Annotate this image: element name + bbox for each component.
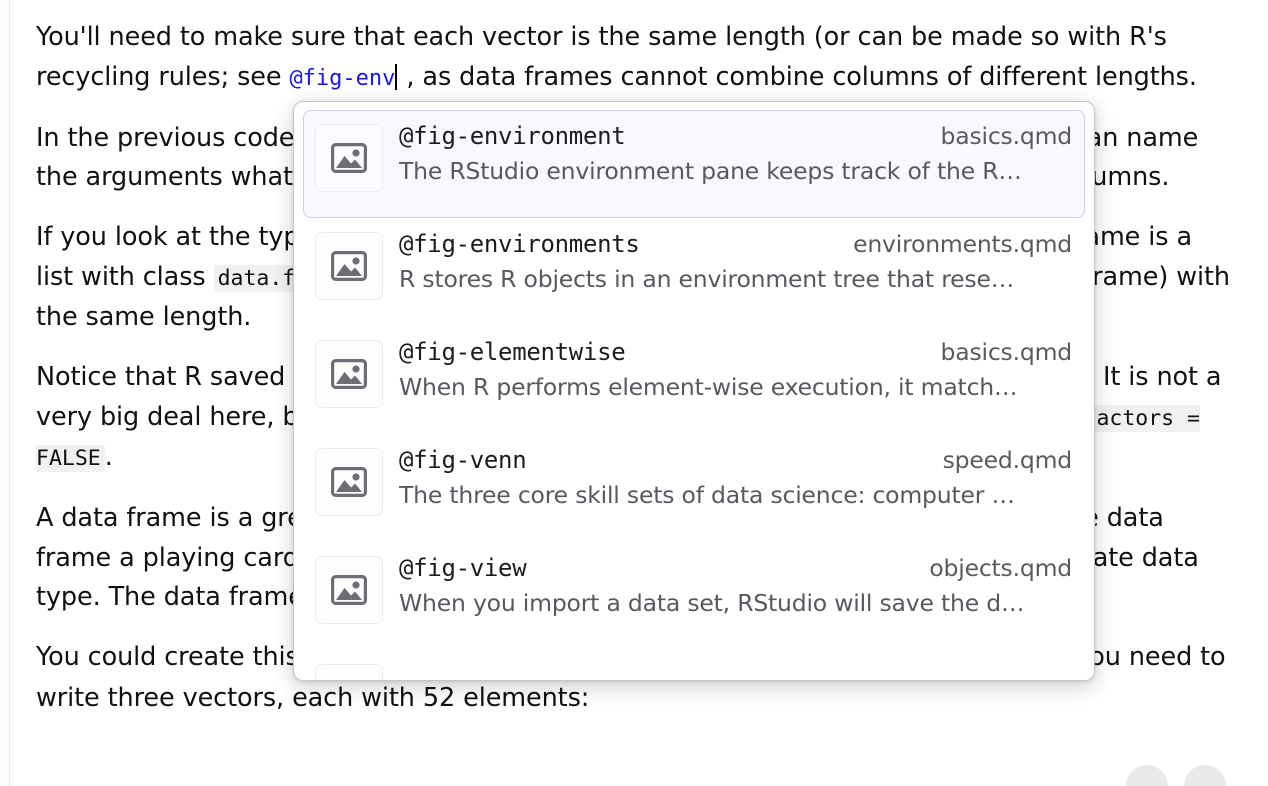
fab-left-button[interactable] bbox=[1126, 765, 1168, 786]
text-cursor bbox=[395, 63, 398, 90]
completion-item-source-file: objects.qmd bbox=[929, 554, 1072, 582]
paragraph: You'll need to make sure that each vecto… bbox=[36, 18, 1236, 98]
completion-item-label: @fig-environment bbox=[399, 122, 626, 150]
completion-item-header: @fig-venn speed.qmd bbox=[399, 446, 1072, 474]
image-placeholder-icon bbox=[315, 448, 383, 516]
completion-item-label: @fig-environments bbox=[399, 230, 640, 258]
fab-right-button[interactable] bbox=[1184, 765, 1226, 786]
editor-gutter-background bbox=[0, 0, 9, 786]
completion-item-body: @fig-environments environments.qmd R store… bbox=[399, 228, 1072, 293]
completion-item-header: @fig-view objects.qmd bbox=[399, 554, 1072, 582]
completion-item[interactable] bbox=[303, 650, 1085, 680]
completion-item-description: The RStudio environment pane keeps track… bbox=[399, 157, 1022, 185]
completion-item-source-file: environments.qmd bbox=[853, 230, 1072, 258]
image-placeholder-icon bbox=[315, 556, 383, 624]
completion-item-body bbox=[399, 660, 1072, 669]
completion-item-header: @fig-elementwise basics.qmd bbox=[399, 338, 1072, 366]
image-placeholder-icon bbox=[315, 340, 383, 408]
xref-token[interactable]: @fig-env bbox=[289, 65, 396, 91]
completion-item-source-file: basics.qmd bbox=[940, 122, 1073, 150]
completion-item-label: @fig-view bbox=[399, 554, 527, 582]
completion-item-header: @fig-environment basics.qmd bbox=[399, 122, 1072, 150]
completion-item[interactable]: @fig-environments environments.qmd R store… bbox=[303, 218, 1085, 326]
text-run: . bbox=[104, 442, 113, 472]
completion-item-label: @fig-elementwise bbox=[399, 338, 626, 366]
completion-item-source-file: basics.qmd bbox=[940, 338, 1073, 366]
completion-item-source-file: speed.qmd bbox=[942, 446, 1073, 474]
completion-item-header: @fig-environments environments.qmd bbox=[399, 230, 1072, 258]
completion-item-description: When R performs element-wise execution, … bbox=[399, 373, 1018, 401]
editor-gutter-rule bbox=[9, 0, 10, 786]
text-run: , as data frames cannot combine columns … bbox=[398, 61, 1197, 92]
image-placeholder-icon bbox=[315, 664, 383, 680]
completion-item-label: @fig-venn bbox=[399, 446, 527, 474]
image-placeholder-icon bbox=[315, 232, 383, 300]
completion-item-description: When you import a data set, RStudio will… bbox=[399, 589, 1025, 617]
text-run: You'll need to make sure that each vecto… bbox=[36, 22, 1167, 92]
completion-item-description: R stores R objects in an environment tre… bbox=[399, 265, 1015, 293]
image-placeholder-icon bbox=[315, 124, 383, 192]
completion-item-description: The three core skill sets of data scienc… bbox=[399, 481, 1015, 509]
